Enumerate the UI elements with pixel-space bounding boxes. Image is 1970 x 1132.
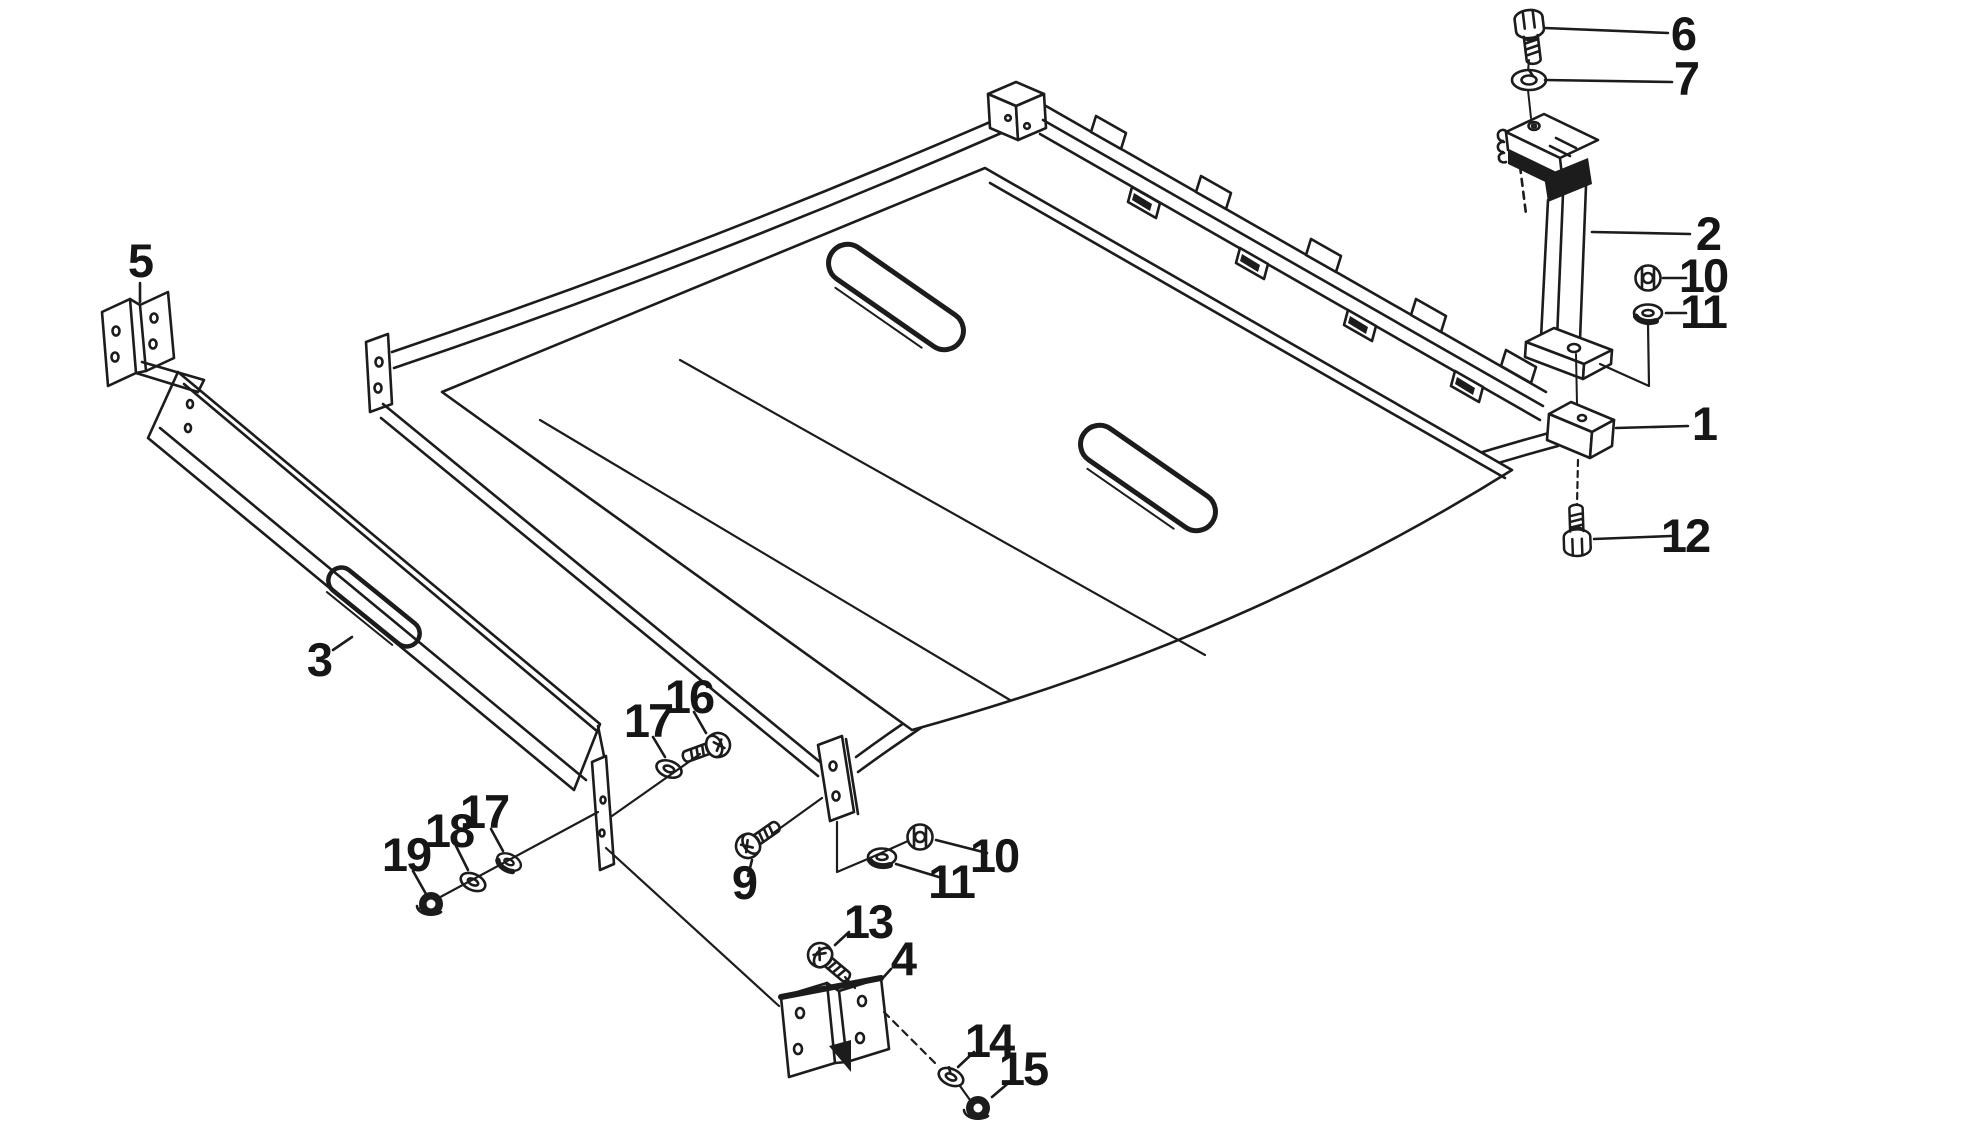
callout-17-mid: 17	[624, 694, 673, 747]
panel-to-bracket-4-line	[604, 846, 781, 1008]
callout-10-right: 10	[1679, 249, 1728, 302]
front-rail-end-plate	[364, 332, 394, 414]
washer-7	[1510, 68, 1548, 92]
bracket-5	[100, 290, 206, 394]
washer-11-right	[1634, 305, 1662, 323]
callout-18: 18	[425, 804, 474, 857]
callout-16: 16	[665, 670, 714, 723]
nut-10-right	[1634, 264, 1662, 292]
callout-11-right: 11	[1680, 285, 1727, 338]
top-right-rail	[1038, 104, 1548, 422]
front-rail-bottom-edge	[392, 129, 1008, 370]
callout-6: 6	[1671, 7, 1696, 60]
callout-2: 2	[1696, 207, 1721, 260]
callout-13: 13	[844, 895, 893, 948]
screw-12	[1561, 503, 1593, 558]
nut-19	[415, 890, 445, 918]
callout-12: 12	[1661, 509, 1710, 562]
side-panel-3	[146, 370, 616, 872]
corner-block-1	[1545, 400, 1616, 460]
callout-3: 3	[307, 633, 332, 686]
side-panel-end-flange	[590, 724, 616, 872]
nut-10-center	[906, 823, 934, 851]
frame-top-corner-cap	[986, 80, 1048, 142]
washer-14-axis-line	[958, 1084, 972, 1102]
nut-15	[962, 1094, 992, 1122]
screw-12-alignment-line	[1575, 458, 1580, 507]
callout-19: 19	[382, 828, 431, 881]
callout-10-center: 10	[970, 829, 1019, 882]
bolt-6	[1512, 7, 1550, 67]
screw-16-axis-line	[610, 752, 702, 818]
callout-labels: 6 7 2 10 11 1 12 5 3 16 17 9 10 11 13 4 …	[128, 7, 1730, 1095]
callout-5: 5	[128, 234, 153, 287]
callout-7: 7	[1674, 52, 1699, 105]
callout-1: 1	[1692, 397, 1717, 450]
support-leg-2	[1496, 112, 1614, 405]
side-panel-slot	[325, 565, 422, 649]
bracket-4-alignment-line	[882, 1010, 938, 1066]
washer-14	[934, 1062, 968, 1092]
leader-lines	[138, 26, 1692, 1099]
frame-bottom-corner-bracket	[816, 734, 860, 823]
callout-11-center: 11	[928, 855, 975, 908]
bracket-4	[778, 975, 891, 1079]
floor-panel	[440, 166, 1514, 732]
front-rail-top-edge	[390, 114, 1006, 354]
floor-slot-1	[826, 241, 966, 353]
callout-15: 15	[999, 1042, 1048, 1095]
callout-17-bottom: 17	[460, 785, 509, 838]
washer-11-alignment-lines	[1598, 322, 1651, 388]
floor-slot-2	[1078, 422, 1218, 534]
callout-9: 9	[732, 856, 757, 909]
bottom-left-rail-top-edge	[381, 402, 822, 764]
callout-14: 14	[965, 1014, 1015, 1067]
callout-4: 4	[891, 932, 917, 985]
screw-13-axis-line	[843, 975, 857, 990]
bottom-left-rail-bottom-edge	[379, 416, 820, 778]
